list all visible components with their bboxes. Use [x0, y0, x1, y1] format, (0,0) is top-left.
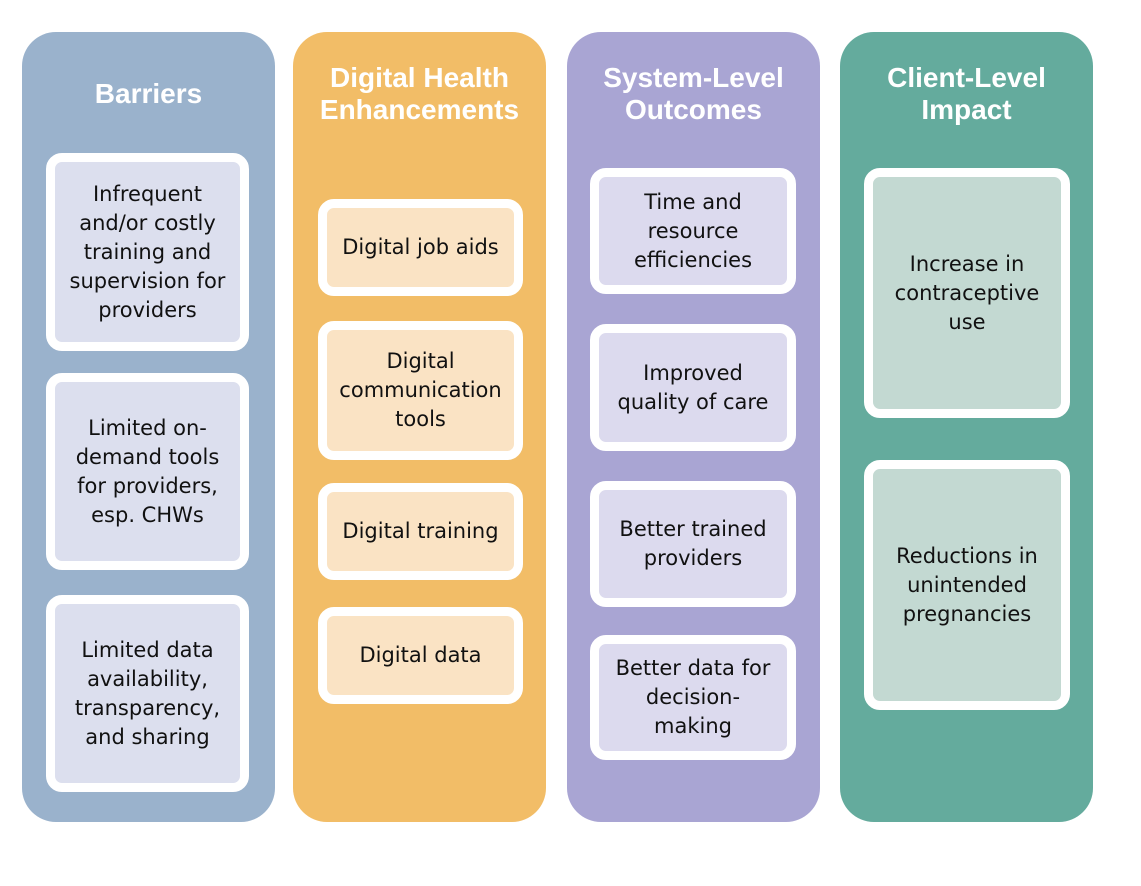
item-text: Digital job aids [342, 235, 499, 259]
column-title: System-Level Outcomes [603, 62, 784, 125]
column-title: Client-Level Impact [887, 62, 1046, 125]
item-text: Increase in contraceptive use [894, 251, 1040, 334]
item-box: Better data for decision-making [590, 635, 796, 760]
item-text: Time and resource efficiencies [633, 189, 753, 272]
item-text: Digital training [342, 519, 499, 543]
item-box: Limited on-demand tools for providers, e… [46, 373, 249, 570]
item-text: Improved quality of care [617, 360, 769, 414]
item-box: Digital data [318, 607, 523, 704]
item-box: Digital communication tools [318, 321, 523, 460]
item-box: Reductions in unintended pregnancies [864, 460, 1070, 710]
item-text: Limited on-demand tools for providers, e… [75, 415, 220, 527]
item-box: Better trained providers [590, 481, 796, 607]
item-box: Digital job aids [318, 199, 523, 296]
item-box: Improved quality of care [590, 324, 796, 451]
item-box: Limited data availability, transparency,… [46, 595, 249, 792]
item-text: Better data for decision-making [615, 656, 771, 738]
item-box: Infrequent and/or costly training and su… [46, 153, 249, 351]
item-text: Digital data [359, 643, 482, 667]
item-text: Reductions in unintended pregnancies [896, 543, 1038, 626]
column-title: Digital Health Enhancements [319, 62, 520, 125]
item-text: Digital communication tools [339, 349, 502, 431]
item-text: Infrequent and/or costly training and su… [69, 181, 226, 322]
item-box: Time and resource efficiencies [590, 168, 796, 294]
column-title: Barriers [94, 78, 203, 109]
item-box: Increase in contraceptive use [864, 168, 1070, 418]
item-text: Better trained providers [619, 517, 767, 570]
item-text: Limited data availability, transparency,… [74, 637, 221, 749]
item-box: Digital training [318, 483, 523, 580]
